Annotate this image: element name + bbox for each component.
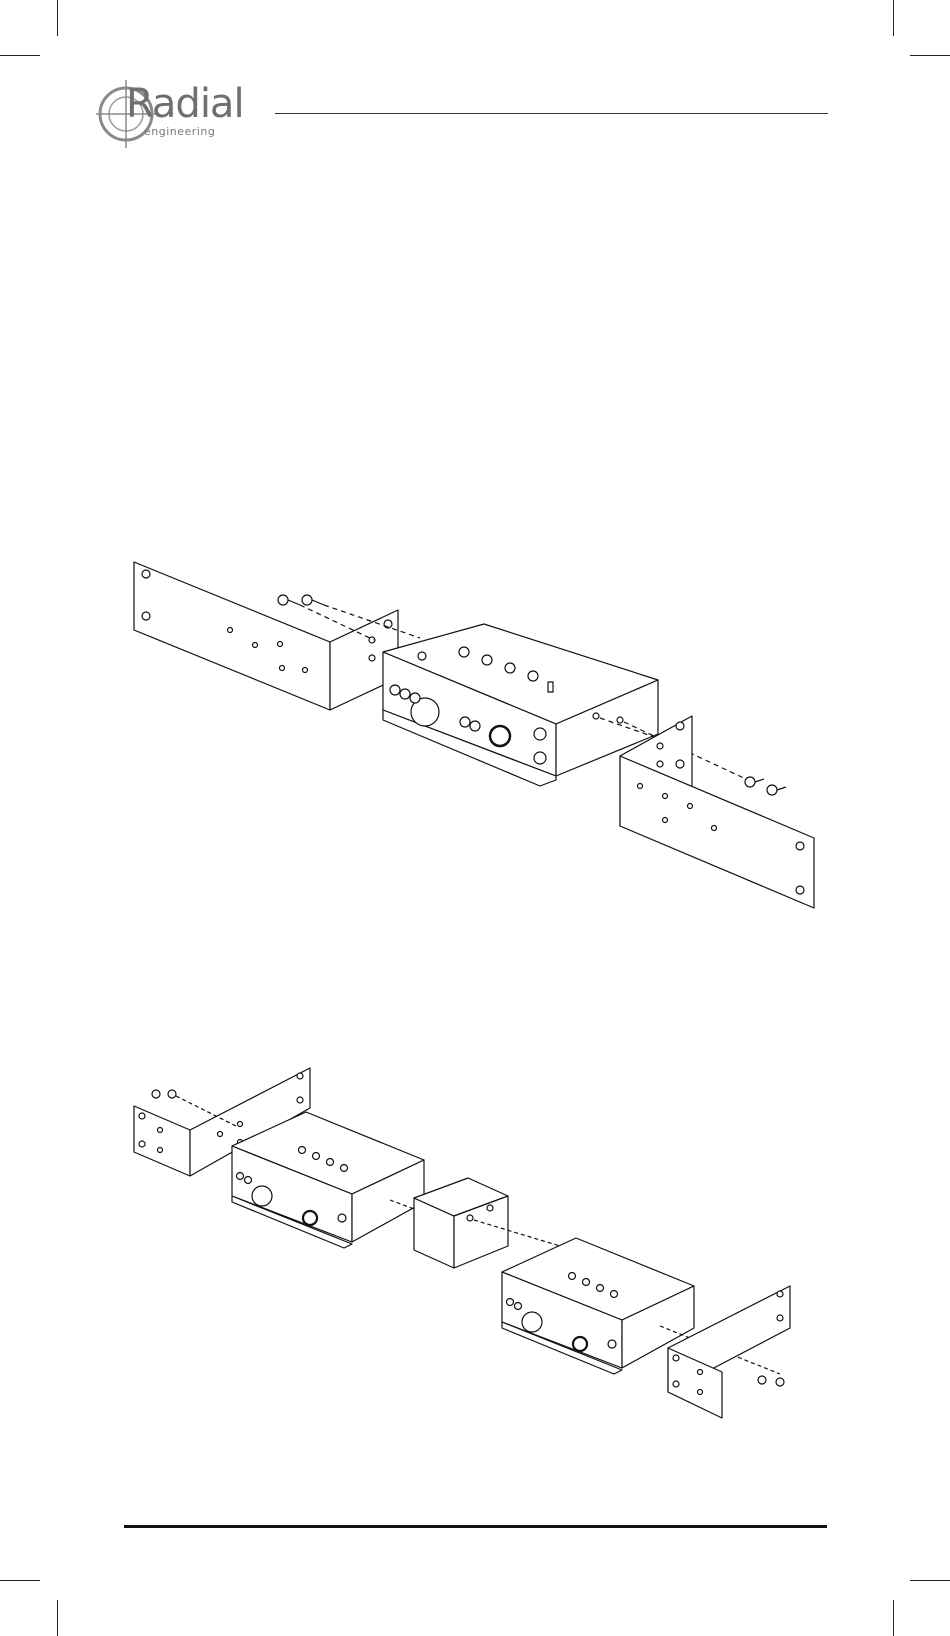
brand-tagline: engineering — [144, 126, 215, 137]
screw-left-1 — [278, 595, 300, 605]
screw-left-2 — [302, 595, 324, 605]
header-rule — [275, 113, 828, 114]
left-rack-ear-plate — [134, 562, 330, 710]
brand-name: Radial — [126, 84, 244, 124]
crop-mark-bottom-left-v — [57, 1600, 58, 1636]
right-rack-ear-plate — [620, 756, 814, 908]
crop-mark-top-left-h — [0, 55, 40, 56]
figure-dual-unit-rack-mount — [0, 1050, 950, 1430]
screw-right-1 — [745, 777, 764, 787]
footer-rule — [124, 1525, 827, 1528]
figure-single-unit-rack-mount — [0, 550, 950, 950]
output-jack — [490, 726, 510, 746]
crop-mark-bottom-left-h — [0, 1580, 40, 1581]
crop-mark-top-right-v — [893, 0, 894, 36]
screw-right-2 — [767, 785, 786, 795]
crop-mark-bottom-right-h — [910, 1580, 950, 1581]
crop-mark-top-right-h — [910, 55, 950, 56]
crop-mark-top-left-v — [57, 0, 58, 36]
crop-mark-bottom-right-v — [893, 1600, 894, 1636]
